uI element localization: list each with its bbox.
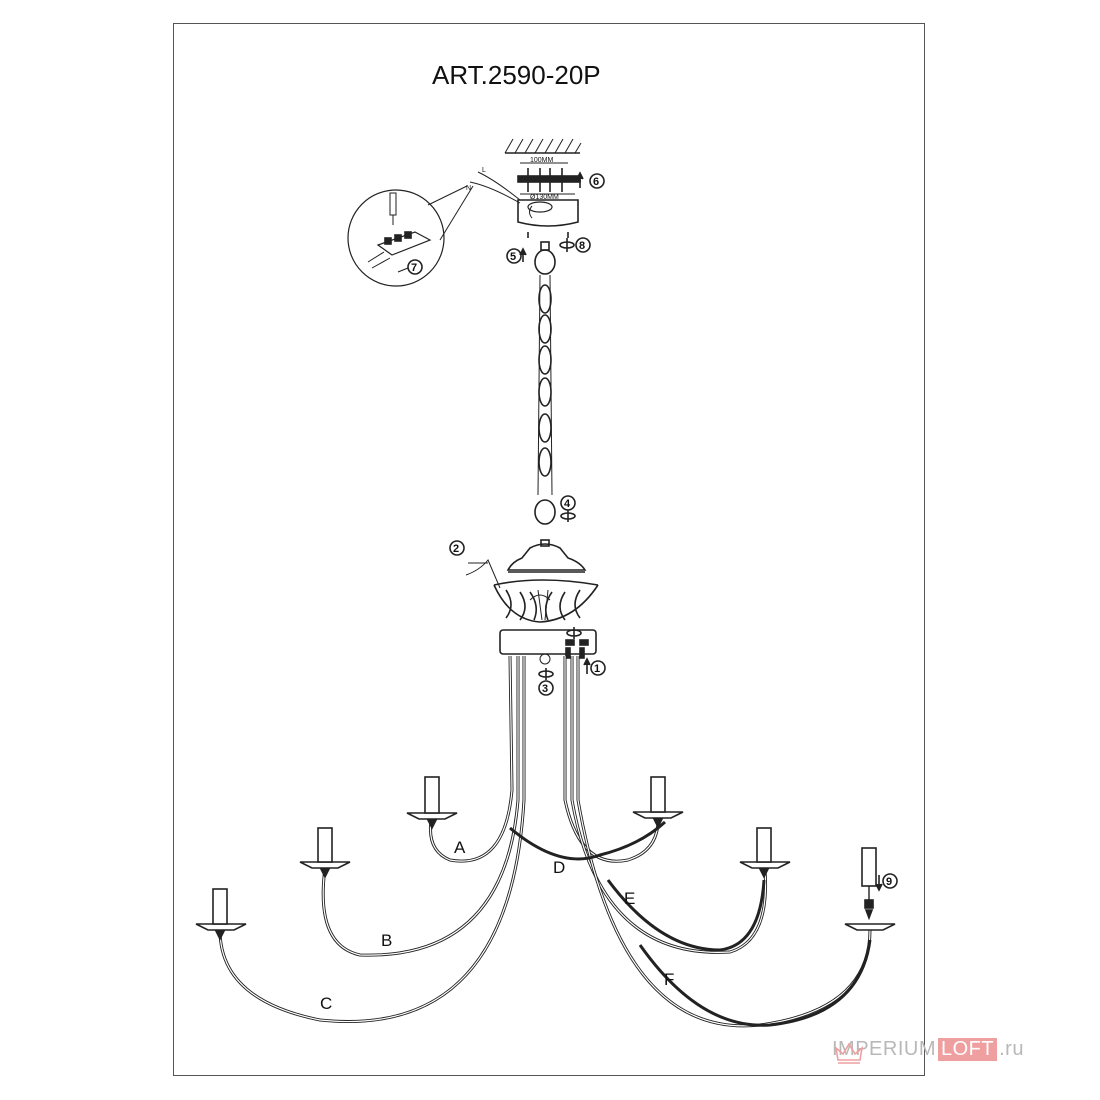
step-9: 9 [886, 876, 892, 888]
hook-and-chain [534, 241, 556, 525]
wire-label-neutral: N [466, 185, 471, 192]
arm-label-f: F [664, 970, 674, 989]
dimension-inner: 100MM [530, 157, 554, 164]
body-top-cap [506, 539, 587, 573]
candle-E [739, 827, 791, 879]
arm-highlights [509, 820, 872, 1027]
drawing-sheet [173, 23, 925, 1076]
supply-wires [469, 171, 521, 204]
wiring-detail-inset [347, 185, 474, 287]
step-3: 3 [542, 683, 548, 695]
wire-label-live: L [482, 167, 486, 174]
crown-logo-icon [834, 1042, 864, 1064]
step-4: 4 [564, 498, 571, 510]
step-6: 6 [593, 176, 599, 188]
step-1: 1 [594, 663, 600, 675]
watermark-brand: IMPERIUM [832, 1038, 936, 1060]
ceiling-hatch [504, 138, 582, 154]
arm-label-a: A [454, 838, 466, 857]
candle-B [299, 827, 351, 879]
dimension-outer: Ø130MM [530, 194, 559, 201]
candle-D [632, 776, 684, 829]
step-8: 8 [579, 240, 585, 252]
arm-label-e: E [624, 889, 635, 908]
article-title: ART.2590-20P [432, 60, 601, 90]
arm-label-d: D [553, 858, 565, 877]
watermark-brand-accent: LOFT [938, 1038, 998, 1061]
candle-A [406, 776, 458, 830]
ceiling-canopy [517, 199, 579, 227]
body-bowl [493, 579, 599, 623]
arm-label-b: B [381, 931, 392, 950]
arm-label-c: C [320, 994, 332, 1013]
candle-F [844, 847, 896, 931]
step-2: 2 [453, 543, 459, 555]
step-5: 5 [510, 251, 516, 263]
mounting-bracket [517, 162, 581, 195]
step-7: 7 [411, 262, 417, 274]
candle-C [195, 888, 247, 941]
watermark-tld: .ru [999, 1038, 1024, 1060]
lower-hub [499, 629, 597, 665]
watermark: IMPERIUM LOFT .ru [832, 1038, 1024, 1064]
